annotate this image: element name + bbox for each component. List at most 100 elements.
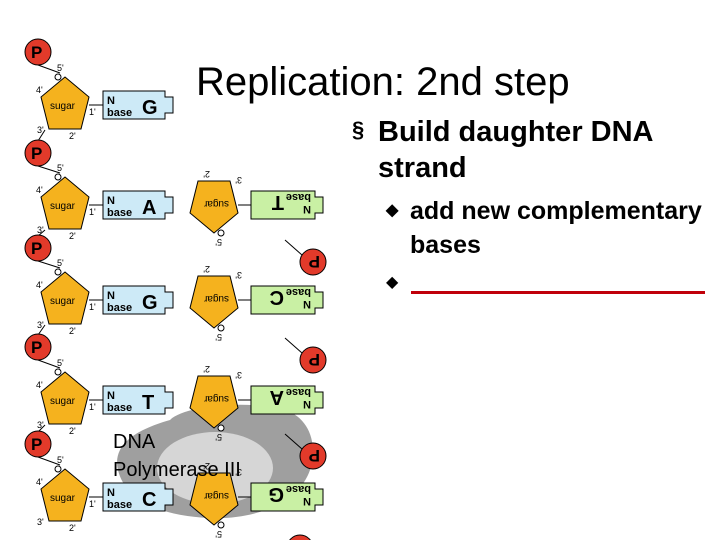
right-phosphate-partial xyxy=(289,534,311,540)
fill-in-blank-line xyxy=(411,291,705,294)
right-phosphate: P xyxy=(284,433,327,470)
prime-1-label: 1' xyxy=(89,402,96,412)
sugar-label: sugar xyxy=(203,490,229,501)
left-base-letter: C xyxy=(142,489,156,511)
phosphate-circle xyxy=(24,430,52,458)
prime-2-label: 2' xyxy=(69,131,76,141)
bullet-text: Build daughter DNA strand xyxy=(378,116,653,184)
sugar-label: sugar xyxy=(50,201,76,212)
diamond-bullet-icon: ◆ xyxy=(386,202,399,219)
prime-2-label: 2' xyxy=(69,426,76,436)
right-base-block xyxy=(250,190,324,220)
phosphate-label: P xyxy=(31,43,42,62)
sugar-label: sugar xyxy=(203,293,229,304)
base-label-base: base xyxy=(107,207,132,219)
prime-5-label: 5' xyxy=(57,258,64,268)
prime-2-label: 2' xyxy=(203,169,210,179)
sugar-pentagon xyxy=(189,275,239,329)
phosphate-circle xyxy=(299,442,327,470)
base-label-base: base xyxy=(286,483,311,495)
sugar-label: sugar xyxy=(203,198,229,209)
prime-2-label: 2' xyxy=(69,523,76,533)
left-base-block xyxy=(102,482,174,512)
prime-4-label: 4' xyxy=(36,380,43,390)
sugar-pentagon xyxy=(40,468,90,522)
left-base-letter: A xyxy=(142,197,156,219)
prime-1-label: 1' xyxy=(89,207,96,217)
right-base-block xyxy=(250,285,324,315)
prime-3-label: 3' xyxy=(235,270,242,280)
phosphate-circle xyxy=(24,234,52,262)
prime-4-label: 4' xyxy=(36,477,43,487)
prime-3-label: 3' xyxy=(37,420,44,430)
base-label-n: N xyxy=(107,487,115,499)
phosphate-label: P xyxy=(31,239,42,258)
sugar-label: sugar xyxy=(50,296,76,307)
prime-5-label: 5' xyxy=(215,332,222,342)
polymerase-label-line1: DNA xyxy=(113,431,156,453)
prime-5-label: 5' xyxy=(57,63,64,73)
right-base-letter: G xyxy=(268,483,284,505)
base-label-n: N xyxy=(107,95,115,107)
base-label-base: base xyxy=(107,499,132,511)
sub-bullet-blank: ◆ xyxy=(386,272,398,292)
phosphate-label: P xyxy=(309,350,320,369)
right-base-letter: C xyxy=(270,286,284,308)
prime-5-label: 5' xyxy=(57,358,64,368)
prime-4-label: 4' xyxy=(36,280,43,290)
diamond-bullet-icon: ◆ xyxy=(386,274,399,291)
prime-2-label: 2' xyxy=(203,364,210,374)
base-label-n: N xyxy=(303,398,311,410)
right-base-block xyxy=(250,385,324,415)
sugar-label: sugar xyxy=(50,396,76,407)
base-label-base: base xyxy=(107,107,132,119)
prime-3-label: 3' xyxy=(235,467,242,477)
prime-3-label: 3' xyxy=(37,517,44,527)
sugar-pentagon xyxy=(189,180,239,234)
sugar-pentagon xyxy=(40,371,90,425)
prime-2-label: 2' xyxy=(69,231,76,241)
prime-5-label: 5' xyxy=(57,163,64,173)
prime-1-label: 1' xyxy=(89,302,96,312)
left-base-block xyxy=(102,385,174,415)
base-label-n: N xyxy=(107,390,115,402)
sugar-label: sugar xyxy=(50,493,76,504)
square-bullet-icon: § xyxy=(352,117,365,142)
left-base-block xyxy=(102,190,174,220)
right-base-letter: T xyxy=(272,191,284,213)
sub-bullet-text: add new complementary bases xyxy=(410,197,702,259)
phosphate-label: P xyxy=(309,252,320,271)
prime-2-label: 2' xyxy=(203,461,210,471)
daughter-strand: NbaseTsugar5'3'2'NbaseCsugar5'3'2'NbaseA… xyxy=(189,169,327,540)
prime-4-label: 4' xyxy=(36,185,43,195)
phosphate-circle xyxy=(24,38,52,66)
prime-3-label: 3' xyxy=(37,125,44,135)
base-label-base: base xyxy=(286,191,311,203)
sugar-label: sugar xyxy=(203,393,229,404)
prime-2-label: 2' xyxy=(203,264,210,274)
prime-5-label: 5' xyxy=(215,237,222,247)
left-base-block xyxy=(102,90,174,120)
prime-3-label: 3' xyxy=(235,175,242,185)
base-label-base: base xyxy=(286,286,311,298)
prime-5-label: 5' xyxy=(57,455,64,465)
base-label-n: N xyxy=(303,495,311,507)
sugar-pentagon xyxy=(40,176,90,230)
phosphate-circle xyxy=(299,346,327,374)
prime-3-label: 3' xyxy=(235,370,242,380)
base-label-n: N xyxy=(107,195,115,207)
prime-5-label: 5' xyxy=(215,529,222,539)
left-base-letter: T xyxy=(142,392,154,414)
prime-3-label: 3' xyxy=(37,320,44,330)
phosphate-label: P xyxy=(309,446,320,465)
phosphate-circle xyxy=(24,333,52,361)
base-label-n: N xyxy=(303,298,311,310)
